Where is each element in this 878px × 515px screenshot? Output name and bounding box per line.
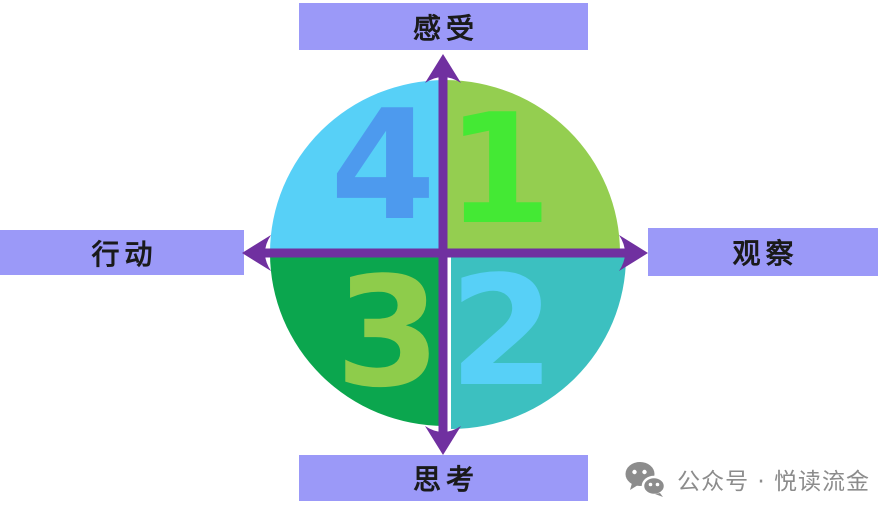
wechat-bubble-eyes (632, 469, 660, 487)
quadrant-4-number: 4 (330, 77, 436, 254)
wechat-bubbles (625, 462, 667, 497)
quadrant-1-number: 1 (446, 81, 552, 258)
label-feel: 感受 (299, 3, 588, 50)
quadrant-2-number: 2 (449, 243, 555, 420)
quadrant-circle (270, 80, 626, 429)
label-observe: 观察 (648, 228, 878, 276)
watermark-text: 公众号 · 悦读流金 (677, 469, 870, 495)
arrow-down-icon (425, 426, 461, 455)
label-think: 思考 (299, 455, 588, 501)
label-act: 行动 (0, 230, 244, 275)
quadrant-3-number: 3 (335, 244, 441, 421)
wechat-icon (625, 462, 667, 497)
arrow-left-icon (242, 235, 271, 271)
watermark: 公众号 · 悦读流金 (624, 458, 870, 500)
